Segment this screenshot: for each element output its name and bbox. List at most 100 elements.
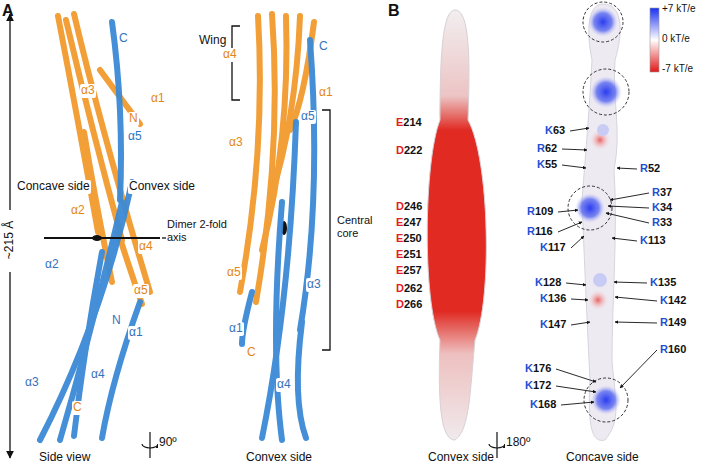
residue-label: K113 (640, 234, 666, 247)
text-label: Dimer 2-fold axis (166, 218, 236, 243)
residue-label: K176 (525, 362, 551, 375)
residue-letter: E (396, 232, 403, 244)
dimension-label: ~215 Å (3, 221, 17, 259)
residue-label: K142 (660, 294, 686, 307)
leader-line-part (556, 386, 596, 392)
helix-label: α1 (228, 322, 244, 336)
bracket-part (232, 26, 240, 100)
residue-number: 262 (404, 282, 422, 294)
residue-number: 266 (404, 298, 422, 310)
residue-letter: E (396, 216, 403, 228)
residue-number: 247 (403, 216, 421, 228)
residue-label: K136 (540, 292, 566, 305)
residue-label: R149 (660, 316, 686, 329)
residue-number: 135 (658, 276, 676, 288)
helix-label: α3 (80, 84, 96, 98)
residue-number: 222 (404, 144, 422, 156)
color-bar-part (650, 8, 659, 72)
rotate-arrow-part (489, 444, 505, 448)
residue-number: 142 (668, 294, 686, 306)
residue-letter: R (652, 216, 660, 228)
residue-number: 63 (553, 124, 565, 136)
concave-surface-part (588, 7, 618, 37)
concave-surface-part (591, 385, 621, 415)
residue-label: R62 (537, 142, 557, 155)
residue-number: 62 (545, 142, 557, 154)
residue-number: 128 (543, 276, 561, 288)
residue-number: 37 (660, 186, 672, 198)
helix-label: C (246, 346, 257, 360)
dimer-axis-part (92, 235, 102, 241)
residue-letter: K (535, 276, 543, 288)
residue-number: 257 (403, 264, 421, 276)
residue-number: 34 (660, 201, 672, 213)
residue-number: 250 (403, 232, 421, 244)
residue-letter: R (537, 142, 545, 154)
helix-label: α5 (133, 284, 149, 298)
ribbon-orange-part (256, 14, 275, 302)
ribbon-blue (242, 40, 314, 440)
leader-line-part (606, 213, 649, 223)
residue-letter: R (527, 205, 535, 217)
text-label: Central core (336, 214, 388, 239)
residue-letter: R (652, 186, 660, 198)
residue-letter: R (660, 343, 668, 355)
residue-number: 176 (533, 362, 551, 374)
residue-number: 55 (545, 158, 557, 170)
dashed-circle (568, 2, 629, 422)
residue-label: K117 (540, 241, 566, 254)
residue-label: K147 (540, 318, 566, 331)
helix-label: α3 (228, 136, 244, 150)
residue-letter: D (396, 144, 404, 156)
helix-label: α5 (300, 110, 316, 124)
residue-letter: K (537, 158, 545, 170)
concave-surface-part (575, 193, 605, 223)
residue-letter: R (527, 225, 535, 237)
residue-letter: K (540, 292, 548, 304)
leader-line-part (615, 322, 657, 323)
residue-letter: K (640, 234, 648, 246)
residue-label: K168 (530, 398, 556, 411)
text-label: Side view (38, 451, 91, 465)
panel-letter: A (2, 2, 14, 20)
ribbon-blue-part (112, 22, 121, 200)
text-label: 90º (158, 436, 178, 450)
bracket-part (322, 110, 330, 350)
leader-line-part (571, 299, 588, 300)
residue-number: 172 (533, 379, 551, 391)
residue-letter: K (540, 241, 548, 253)
residue-number: 168 (538, 398, 556, 410)
scale-arrow-part (9, 272, 10, 458)
concave-surface-part (597, 124, 609, 136)
leader-line-part (571, 236, 584, 248)
leader-line-part (558, 210, 578, 212)
residue-letter: E (396, 264, 403, 276)
residue-label: R37 (652, 186, 672, 199)
scale-label: +7 kT/e (662, 3, 696, 15)
residue-letter: K (525, 379, 533, 391)
ribbon-blue-part (102, 302, 140, 438)
dashed-circle-part (583, 69, 629, 115)
ribbon-orange (58, 14, 150, 304)
residue-letter: E (396, 248, 403, 260)
leader-line-part (610, 193, 649, 200)
residue-label: K63 (545, 124, 565, 137)
text-label: Convex side (427, 451, 495, 465)
concave-surface-part (588, 290, 608, 310)
ribbon-blue-part (298, 322, 306, 438)
ribbon-blue-part (276, 202, 282, 440)
text-label: Wing (198, 34, 227, 48)
concave-surface-part (590, 76, 622, 108)
ribbon-blue (40, 22, 140, 440)
scale-label: -7 kT/e (662, 63, 693, 75)
text-label: Convex side (128, 180, 196, 194)
residue-number: 33 (660, 216, 672, 228)
concave-surface-part (593, 273, 607, 287)
residue-label: R52 (640, 162, 660, 175)
helix-label: N (111, 314, 122, 328)
residue-letter: R (660, 316, 668, 328)
residue-letter: D (396, 298, 404, 310)
dashed-circle-part (584, 378, 628, 422)
residue-label: K128 (535, 276, 561, 289)
leader-line-part (562, 165, 586, 168)
